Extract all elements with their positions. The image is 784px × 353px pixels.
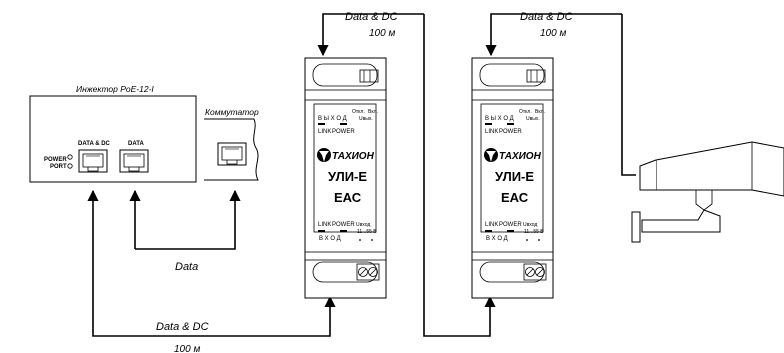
eac-mark: ЕАС: [501, 190, 529, 205]
power-led-icon: [67, 163, 73, 169]
connection-lines: Data Data & DC 100 м Data & DC 100 м Dat…: [87, 11, 636, 353]
power-port-label-2: PORT: [50, 164, 67, 170]
bottom-link-distance: 100 м: [174, 344, 200, 353]
camera-cable: [621, 14, 636, 176]
top-left-link-distance: 100 м: [369, 28, 395, 39]
power-label: POWER: [499, 222, 522, 228]
rj45-port-icon[interactable]: [119, 149, 149, 173]
injector-body: [29, 95, 197, 183]
switch-title: Коммутатор: [205, 107, 259, 117]
link-label: LINK: [318, 222, 331, 228]
power-label: POWER: [499, 129, 522, 135]
output-label: В Ы Х О Д: [318, 116, 347, 122]
data-link-label: Data: [175, 261, 198, 273]
off-label: Откл.: [352, 109, 365, 115]
bottom-link-label: Data & DC: [156, 321, 209, 333]
injector-title: Инжектор PoE-12-I: [76, 84, 154, 94]
terminal-block-icon: [526, 69, 546, 83]
camera-bracket: [641, 209, 721, 233]
camera-body: [655, 141, 784, 197]
data-dc-link-top-left: [317, 13, 424, 57]
data-dc-link-top-right: [485, 13, 622, 57]
rj45-port-icon[interactable]: [217, 142, 247, 166]
input-label: В Х О Д: [486, 236, 508, 242]
off-label: Откл.: [519, 109, 532, 115]
power-port-label-1: POWER: [44, 157, 67, 163]
input-label: В Х О Д: [319, 236, 341, 242]
screw-terminal-icon[interactable]: [356, 263, 380, 281]
uli-module-2: В Ы Х О Д Откл. Вкл. Uвых. LINK POWER ТА…: [471, 57, 554, 299]
uin-label: Uвход: [356, 222, 370, 228]
top-right-link-label: Data & DC: [520, 11, 573, 23]
rj45-port-icon[interactable]: [78, 149, 108, 173]
wall-plate: [631, 211, 641, 243]
top-right-link-distance: 100 м: [540, 28, 566, 39]
power-label: POWER: [332, 129, 355, 135]
screw-terminal-icon[interactable]: [523, 263, 547, 281]
on-label: Вкл.: [535, 109, 545, 115]
link-label: LINK: [318, 129, 331, 135]
uli-module-1: В Ы Х О Д Откл. Вкл. Uвых. LINK POWER ТА…: [304, 57, 387, 299]
uout-label: Uвых.: [526, 116, 540, 122]
module-body: [471, 57, 554, 299]
port-data-dc-label: DATA & DC: [78, 141, 111, 147]
uout-label: Uвых.: [359, 116, 373, 122]
network-switch: Коммутатор: [204, 107, 259, 181]
camera-mount: [695, 190, 713, 211]
poe-injector: Инжектор PoE-12-I POWER PORT DATA & DC D…: [29, 84, 197, 183]
ip-camera-icon: [631, 141, 784, 243]
power-label: POWER: [332, 222, 355, 228]
module-body: [304, 57, 387, 299]
link-label: LINK: [485, 129, 498, 135]
top-left-link-label: Data & DC: [345, 11, 398, 23]
data-dc-link-bottom: [87, 189, 336, 337]
port-data-label: DATA: [128, 141, 144, 147]
range-label: 11...55 В: [357, 229, 377, 235]
range-label: 11...55 В: [524, 229, 544, 235]
brand-label: ТАХИОН: [332, 151, 375, 162]
data-link-up-right: [135, 189, 241, 250]
uin-label: Uвход: [523, 222, 537, 228]
model-label: УЛИ-Е: [495, 169, 534, 184]
tahion-logo-icon: [317, 148, 331, 162]
model-label: УЛИ-Е: [328, 169, 367, 184]
data-dc-link-middle: [423, 14, 496, 337]
brand-label: ТАХИОН: [499, 151, 542, 162]
link-label: LINK: [485, 222, 498, 228]
on-label: Вкл.: [368, 109, 378, 115]
tahion-logo-icon: [484, 148, 498, 162]
output-label: В Ы Х О Д: [485, 116, 514, 122]
power-led-icon: [67, 154, 73, 160]
eac-mark: ЕАС: [334, 190, 362, 205]
terminal-block-icon: [359, 69, 379, 83]
